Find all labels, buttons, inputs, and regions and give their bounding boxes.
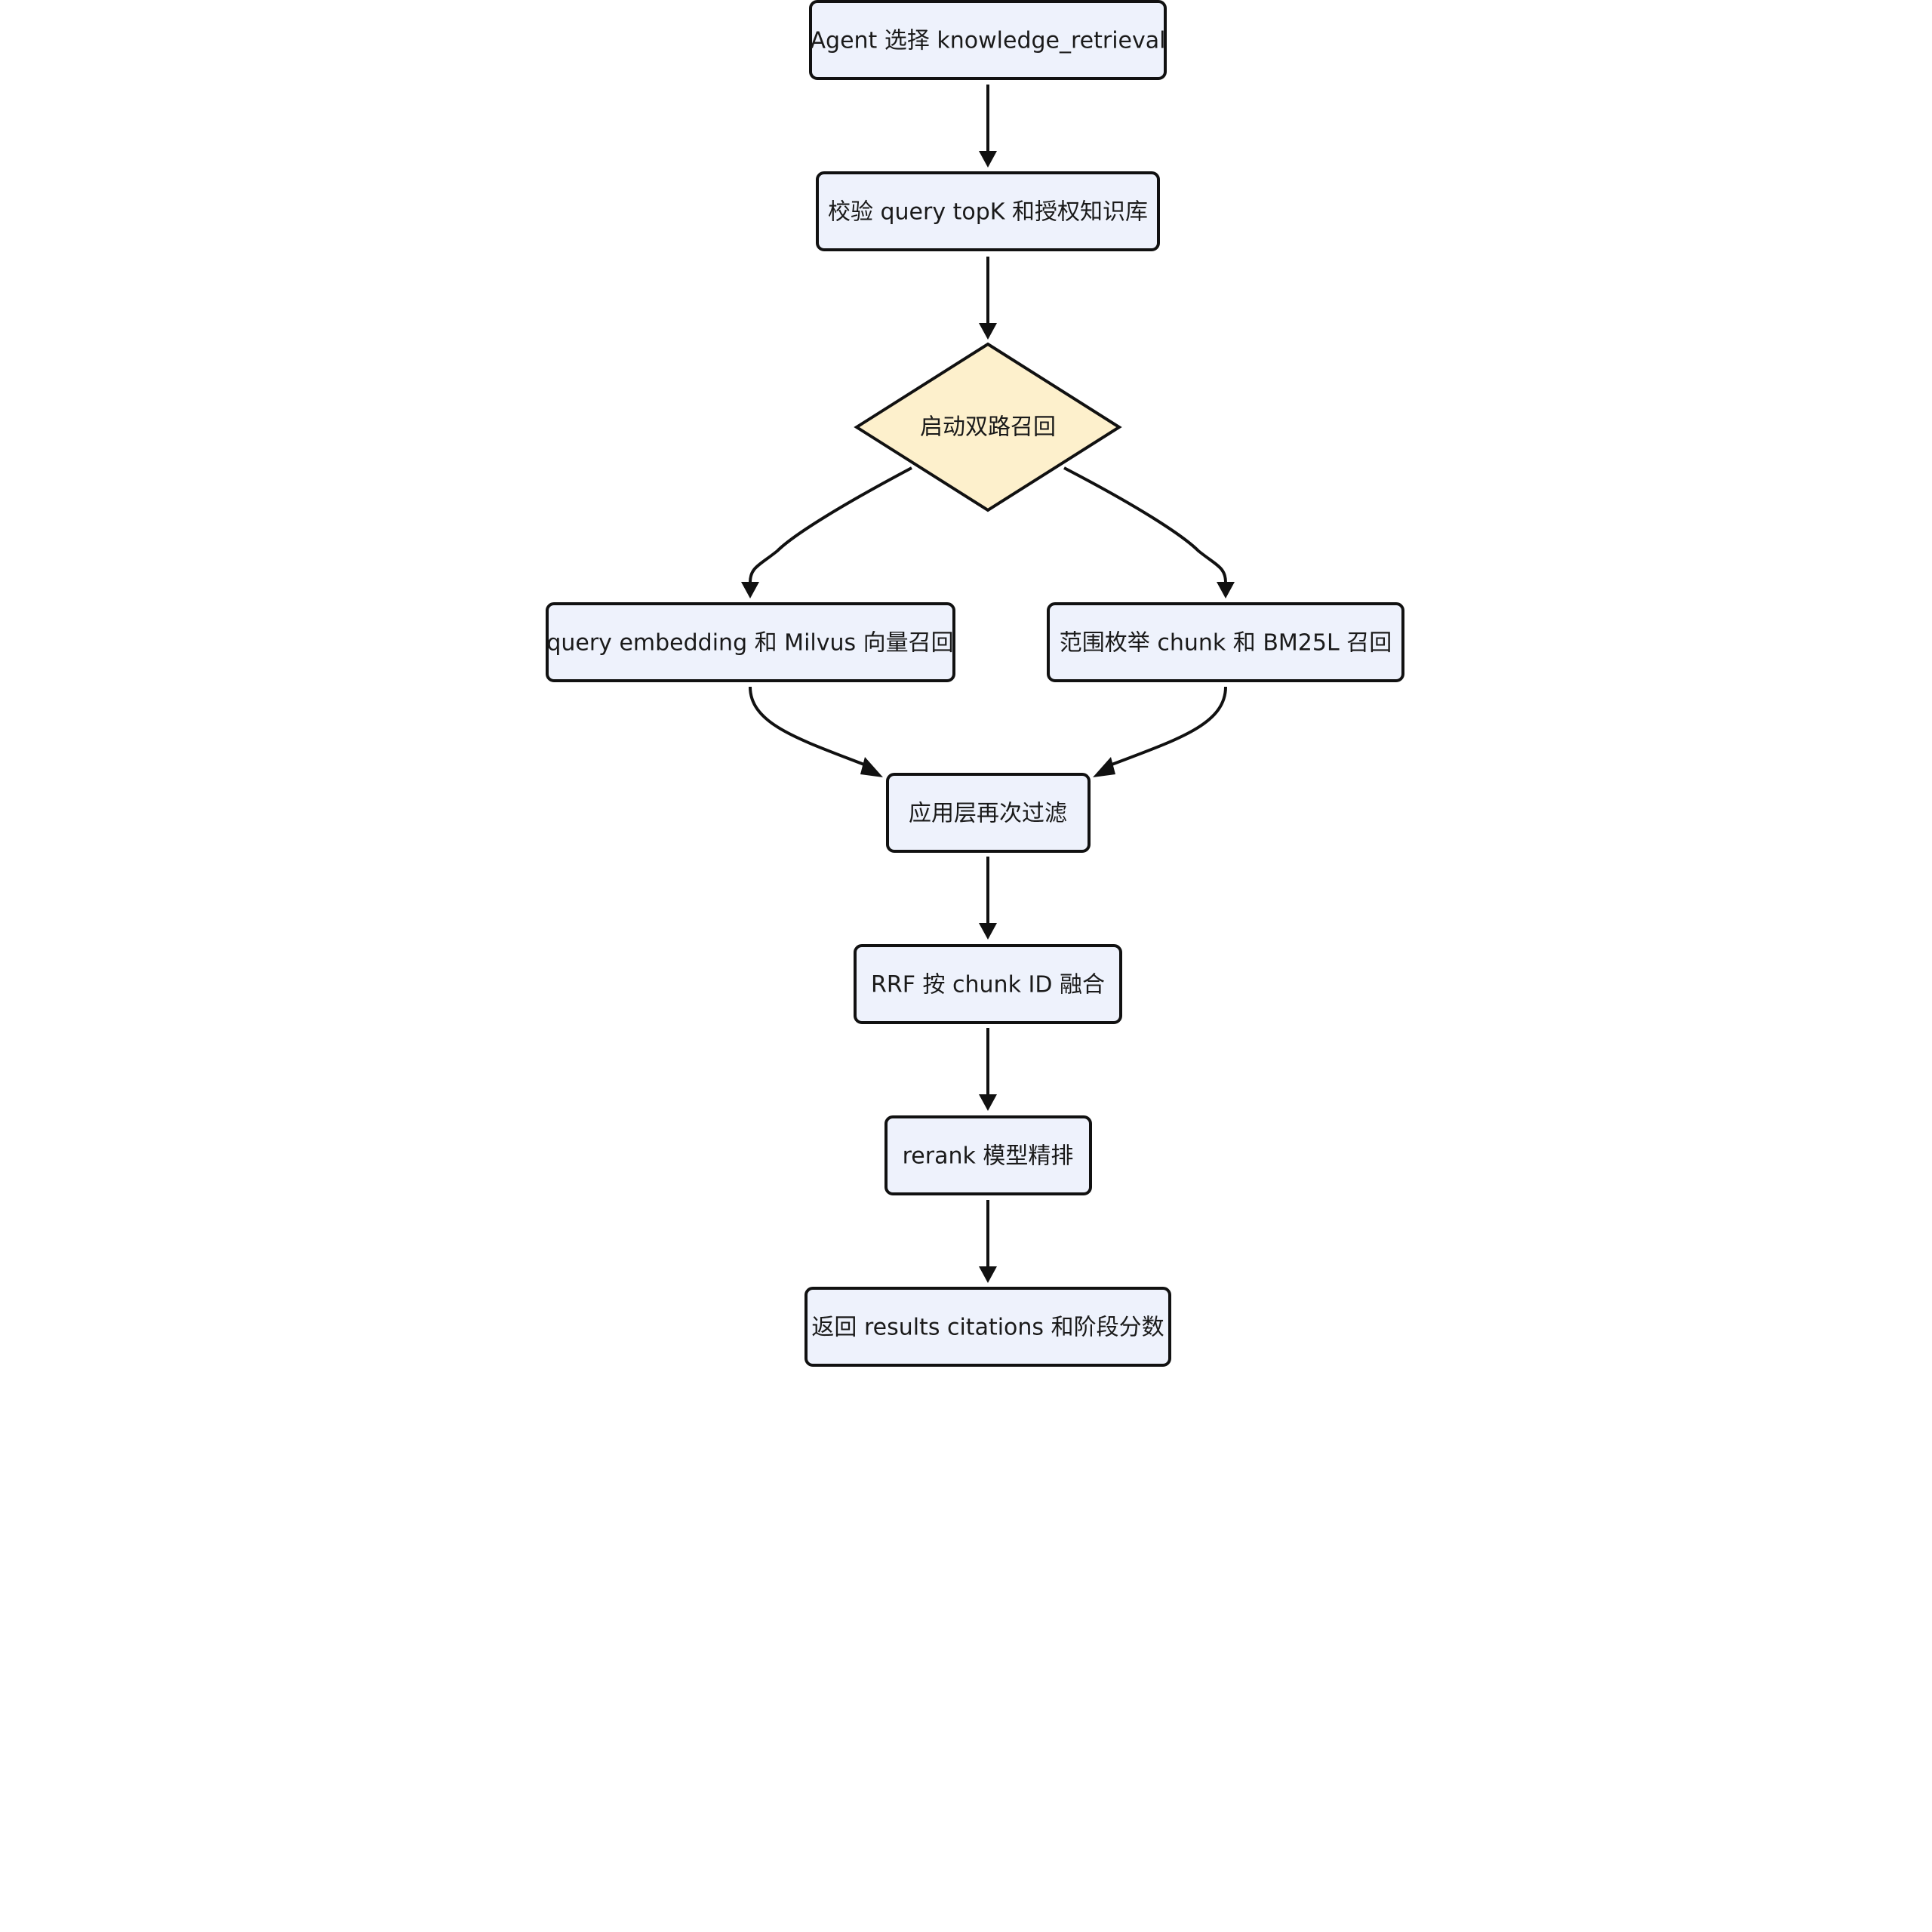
edge-bm25-to-filter: [1107, 686, 1227, 768]
edge-decision-to-bm25: [1063, 466, 1227, 583]
decision-diamond: [854, 342, 1122, 512]
node-validate: 校验 query topK 和授权知识库: [816, 171, 1160, 251]
edge-vector-to-filter: [749, 686, 869, 768]
node-box: [884, 1115, 1092, 1195]
edge-decision-to-vector: [749, 466, 912, 583]
node-dual-recall-decision: 启动双路召回: [854, 342, 1122, 512]
node-rerank: rerank 模型精排: [884, 1115, 1092, 1195]
node-box: [546, 602, 955, 682]
node-label: 返回 results citations 和阶段分数: [811, 1315, 1164, 1341]
arrowhead: [979, 323, 997, 340]
arrowhead: [979, 151, 997, 168]
node-label: 校验 query topK 和授权知识库: [828, 199, 1148, 226]
node-box: [854, 944, 1122, 1024]
node-box: [816, 171, 1160, 251]
node-rrf-fuse: RRF 按 chunk ID 融合: [854, 944, 1122, 1024]
arrowhead: [1217, 582, 1235, 598]
arrowhead: [1093, 757, 1115, 777]
node-label: 启动双路召回: [920, 414, 1056, 441]
arrowhead: [979, 923, 997, 940]
node-label: RRF 按 chunk ID 融合: [871, 972, 1105, 998]
node-vector-recall: query embedding 和 Milvus 向量召回: [546, 602, 955, 682]
node-label: rerank 模型精排: [903, 1143, 1074, 1170]
node-return-results: 返回 results citations 和阶段分数: [804, 1287, 1171, 1367]
arrowhead: [979, 1266, 997, 1283]
node-box: [1047, 602, 1404, 682]
arrowhead: [741, 582, 759, 598]
node-label: Agent 选择 knowledge_retrieval: [811, 28, 1166, 54]
node-label: query embedding 和 Milvus 向量召回: [546, 630, 953, 657]
node-label: 范围枚举 chunk 和 BM25L 召回: [1060, 630, 1392, 657]
node-box: [804, 1287, 1171, 1367]
node-bm25-recall: 范围枚举 chunk 和 BM25L 召回: [1047, 602, 1404, 682]
node-label: 应用层再次过滤: [909, 801, 1067, 827]
node-box: [809, 0, 1167, 80]
node-agent-select: Agent 选择 knowledge_retrieval: [809, 0, 1167, 80]
edges: [741, 85, 1235, 1283]
node-box: [886, 773, 1091, 853]
arrowhead: [860, 757, 883, 777]
node-app-filter: 应用层再次过滤: [886, 773, 1091, 853]
arrowhead: [979, 1094, 997, 1111]
